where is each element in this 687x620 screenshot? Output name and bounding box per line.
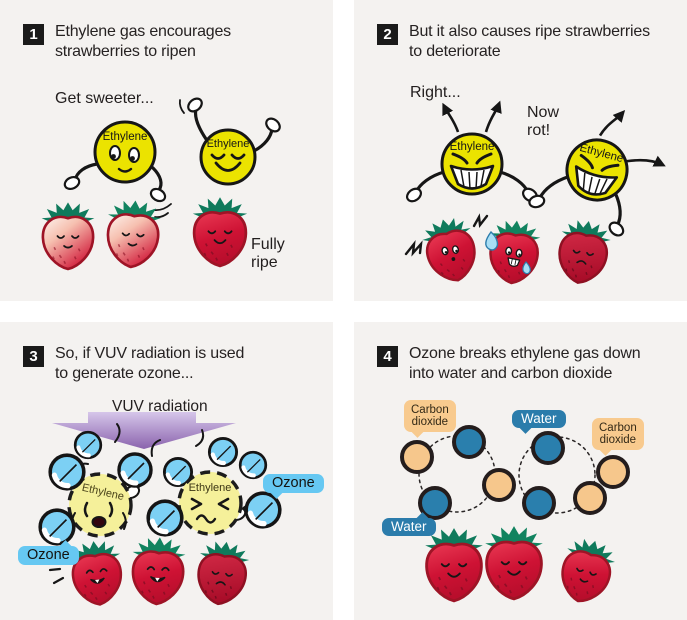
caption-right: Right... <box>410 84 461 101</box>
strawberry-happy <box>485 526 543 601</box>
panel-1: 1 Ethylene gas encourages strawberries t… <box>0 0 333 301</box>
panel-1-illustration: Ethylene Ethylene <box>41 94 284 271</box>
panel-3: 3 So, if VUV radiation is used to genera… <box>0 322 333 620</box>
motion-arrow <box>484 100 502 133</box>
speech-bubble-ozone: Ozone <box>263 474 324 500</box>
carbon-dioxide-text: Carbon dioxide <box>599 422 637 447</box>
strawberry-happy <box>129 536 187 607</box>
label-carbon-dioxide: Carbon dioxide <box>404 400 456 438</box>
motion-arrow <box>598 110 626 137</box>
carbon-dioxide-text: Carbon dioxide <box>411 404 449 429</box>
panel-3-title: So, if VUV radiation is used to generate… <box>55 345 245 382</box>
tear-drop <box>522 261 531 275</box>
ethylene-text: Ethylene <box>450 141 495 153</box>
water-text: Water <box>521 411 557 426</box>
ethylene-molecule-breaking: Ethylene <box>177 470 243 536</box>
step-badge-3: 3 <box>23 346 44 367</box>
ozone-molecule <box>246 493 280 527</box>
strawberry-happy <box>554 533 620 609</box>
panel-2-title: But it also causes ripe strawberries to … <box>409 23 650 60</box>
panel-3-illustration: Ethylene Ethylene <box>0 412 333 609</box>
water-molecule <box>522 486 556 520</box>
co2-molecule <box>482 468 516 502</box>
ozone-molecule <box>119 454 151 486</box>
motion-arrow <box>626 155 666 167</box>
reaction-path <box>518 436 596 514</box>
ethylene-molecule-breaking: Ethylene <box>67 472 133 538</box>
water-text: Water <box>391 519 427 534</box>
strawberry-crying <box>486 218 542 287</box>
panel-4-title: Ozone breaks ethylene gas down into wate… <box>409 345 641 382</box>
panel-1-title: Ethylene gas encourages strawberries to … <box>55 23 231 60</box>
ozone-molecule <box>75 432 101 458</box>
water-molecule <box>418 486 452 520</box>
tear-drop <box>485 230 499 251</box>
step-badge-2: 2 <box>377 24 398 45</box>
caption-get-sweeter: Get sweeter... <box>55 90 154 107</box>
strawberry-recovering <box>193 538 252 609</box>
ethylene-text: Ethylene <box>103 131 148 143</box>
ozone-molecule <box>40 510 74 544</box>
co2-molecule <box>400 440 434 474</box>
strawberry-shocked <box>418 213 483 288</box>
ethylene-text: Ethylene <box>189 482 232 494</box>
label-water: Water <box>382 512 436 537</box>
strawberry-happy <box>425 528 483 603</box>
strawberry-semi-ripe <box>104 198 162 271</box>
step-badge-4: 4 <box>377 346 398 367</box>
ethylene-molecule: Ethylene <box>178 94 284 186</box>
ethylene-molecule-evil: Ethylene <box>403 100 541 205</box>
co2-molecule <box>596 455 630 489</box>
panel-2-illustration: Ethylene Ethylene <box>403 100 666 289</box>
vuv-arrow <box>52 412 236 449</box>
ethylene-text: Ethylene <box>207 138 250 150</box>
strawberry-fully-ripe <box>192 197 248 268</box>
ozone-label-text: Ozone <box>27 547 70 563</box>
speech-bubble-ozone: Ozone <box>18 540 79 566</box>
panel-2: 2 But it also causes ripe strawberries t… <box>354 0 687 301</box>
fully-ripe-label: Fully ripe <box>251 236 285 271</box>
ozone-molecule <box>148 501 182 535</box>
ozone-molecule <box>240 452 266 478</box>
step-badge-1: 1 <box>23 24 44 45</box>
water-molecule <box>452 425 486 459</box>
label-carbon-dioxide: Carbon dioxide <box>592 418 644 456</box>
motion-arrow <box>442 102 460 133</box>
ethylene-molecule-evil: Ethylene <box>527 110 666 240</box>
ozone-molecule <box>50 455 84 489</box>
ozone-molecule <box>209 438 236 465</box>
ozone-label-text: Ozone <box>272 475 315 491</box>
co2-molecule <box>573 481 607 515</box>
shock-mark <box>472 213 489 229</box>
strawberry-rotting <box>553 216 614 289</box>
shock-mark <box>404 240 423 257</box>
vuv-radiation-label: VUV radiation <box>112 398 208 415</box>
caption-now-rot: Now rot! <box>527 104 560 139</box>
panel-4-illustration <box>400 425 630 609</box>
panel-4: 4 Ozone breaks ethylene gas down into wa… <box>354 322 687 620</box>
strawberry-semi-ripe <box>41 202 95 271</box>
ethylene-molecule: Ethylene <box>61 120 172 219</box>
motion-squiggle <box>75 423 205 473</box>
water-molecule <box>531 431 565 465</box>
label-water: Water <box>512 410 566 435</box>
